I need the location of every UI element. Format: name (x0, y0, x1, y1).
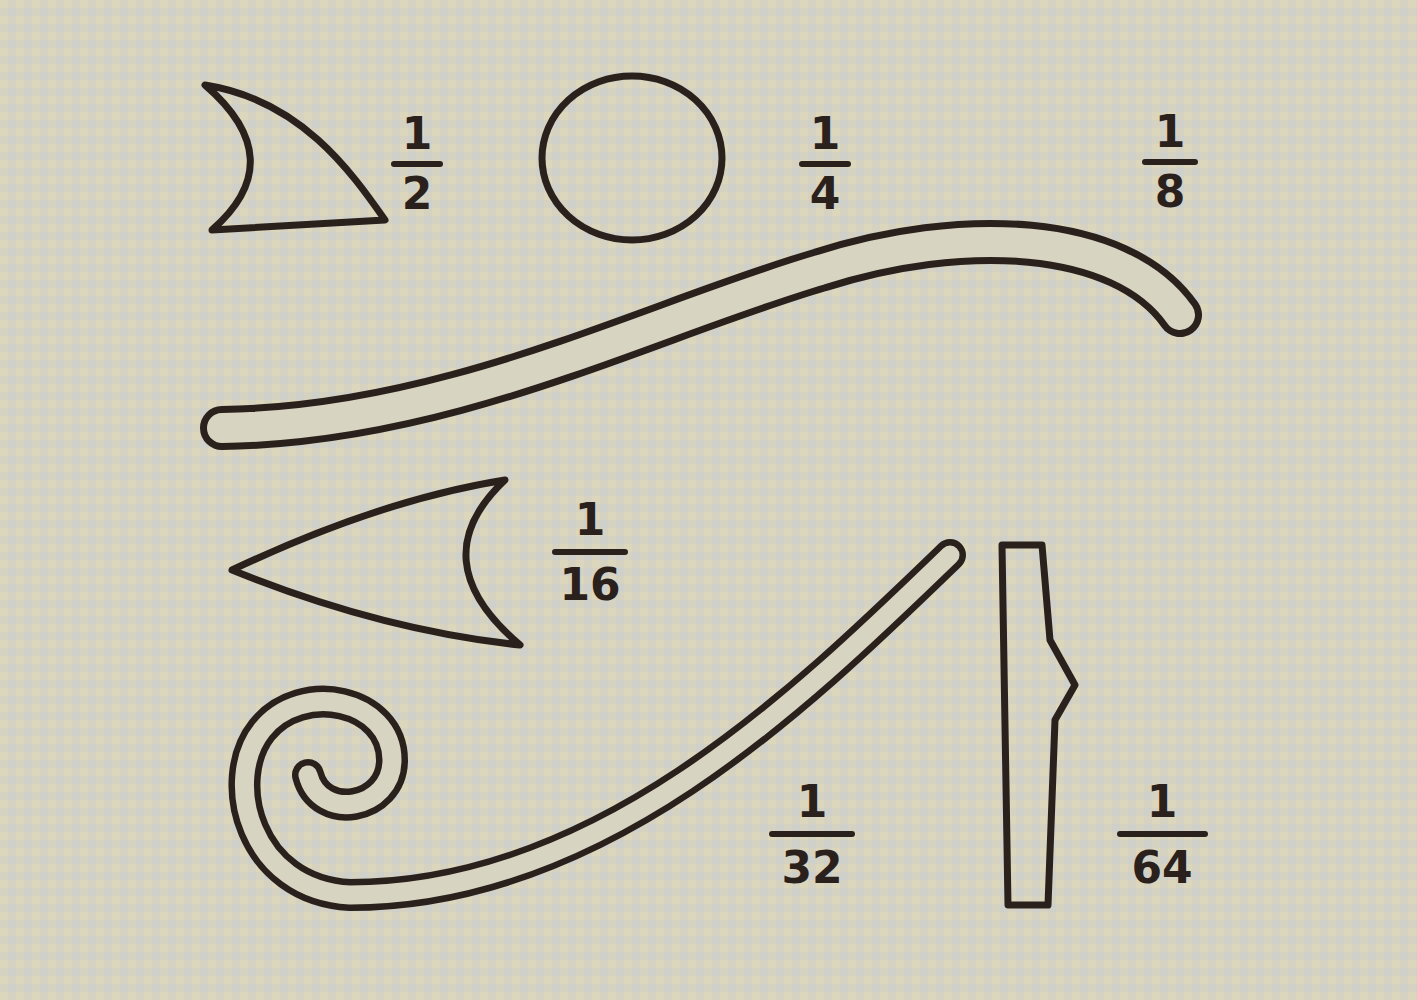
fraction-bar (1145, 159, 1195, 165)
spiral-band-fill (244, 555, 950, 895)
eye-corner-piece (205, 85, 385, 230)
fraction-numerator: 1 (1155, 110, 1186, 154)
fraction-bar (1120, 831, 1205, 837)
teardrop-bar (1002, 545, 1075, 905)
fraction-numerator: 1 (797, 780, 828, 824)
fraction-numerator: 1 (810, 112, 841, 156)
fraction-denominator: 64 (1131, 846, 1192, 890)
fraction-numerator: 1 (1147, 780, 1178, 824)
fraction-bar (772, 831, 852, 837)
fraction-bar (555, 549, 625, 555)
fraction-numerator: 1 (575, 498, 606, 542)
fraction-bar (394, 161, 440, 167)
spiral-band (244, 555, 950, 895)
eyebrow-band-fill (222, 242, 1180, 428)
fraction-numerator: 1 (402, 112, 433, 156)
fraction-denominator: 8 (1155, 170, 1186, 214)
fraction-denominator: 4 (810, 172, 841, 216)
eyebrow-band (222, 242, 1180, 428)
pupil-circle (542, 76, 722, 240)
fraction-denominator: 32 (781, 846, 842, 890)
fraction-denominator: 2 (402, 172, 433, 216)
fraction-denominator: 16 (559, 563, 620, 607)
eye-left-piece (232, 480, 520, 645)
fraction-bar (802, 161, 848, 167)
